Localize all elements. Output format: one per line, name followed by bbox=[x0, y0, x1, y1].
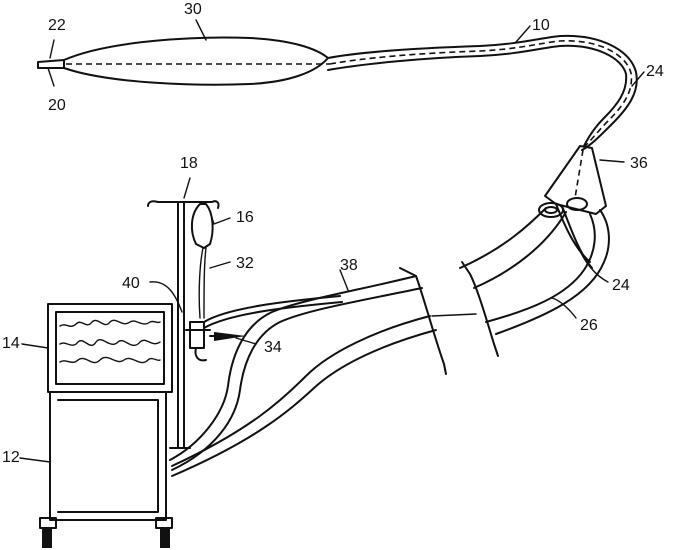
main-tube bbox=[170, 208, 609, 476]
label-16: 16 bbox=[236, 209, 254, 226]
label-20: 20 bbox=[48, 97, 66, 114]
label-12: 12 bbox=[2, 449, 20, 466]
label-22: 22 bbox=[48, 17, 66, 34]
label-38: 38 bbox=[340, 257, 358, 274]
label-24-bottom: 24 bbox=[612, 277, 630, 294]
label-34: 34 bbox=[264, 339, 282, 356]
fluid-bag bbox=[192, 204, 213, 318]
label-18: 18 bbox=[180, 155, 198, 172]
label-24-top: 24 bbox=[646, 63, 664, 80]
label-26: 26 bbox=[580, 317, 598, 334]
console-cabinet bbox=[40, 392, 172, 548]
label-14: 14 bbox=[2, 335, 20, 352]
label-36: 36 bbox=[630, 155, 648, 172]
connector-36 bbox=[539, 146, 606, 217]
monitor bbox=[48, 304, 172, 392]
label-10: 10 bbox=[532, 17, 550, 34]
label-30: 30 bbox=[184, 1, 202, 18]
label-32: 32 bbox=[236, 255, 254, 272]
reference-labels: 22 20 30 10 24 36 18 16 32 40 38 34 24 2… bbox=[2, 1, 664, 466]
label-40: 40 bbox=[122, 275, 140, 292]
catheter-shaft bbox=[328, 36, 637, 150]
balloon bbox=[64, 38, 330, 85]
catheter-tip bbox=[38, 60, 64, 68]
leader-lines bbox=[20, 20, 644, 462]
